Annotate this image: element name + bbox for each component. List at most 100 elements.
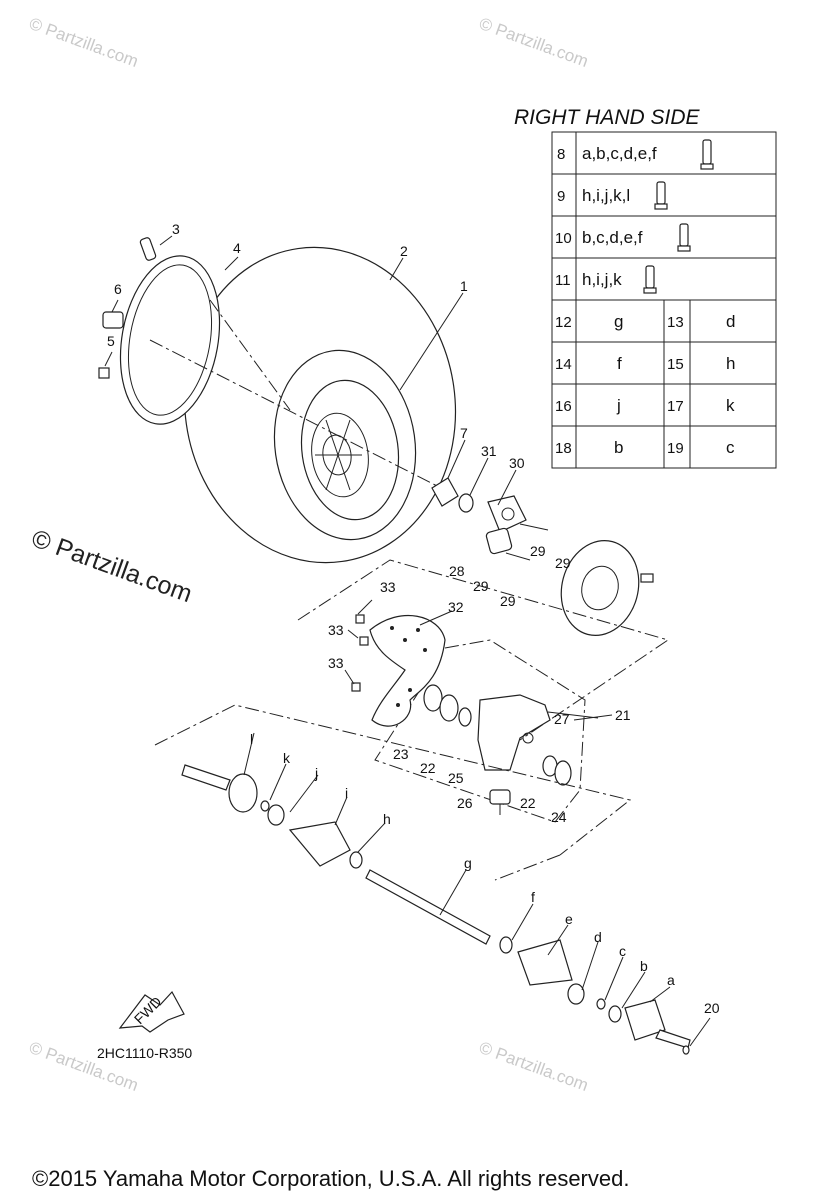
- callout-28: 28: [449, 563, 465, 579]
- callout-f: f: [531, 889, 535, 905]
- right-hand-side-table: RIGHT HAND SIDE 8 a,b,c,d,e,f 9 h,i,j,k,…: [514, 106, 777, 469]
- row-letter: c: [726, 438, 735, 457]
- screws: [344, 599, 373, 692]
- callout-a: a: [667, 972, 675, 988]
- driveshaft-group-outline: [154, 704, 632, 881]
- callout-j: j: [314, 765, 318, 781]
- callout-33: 33: [380, 579, 396, 595]
- row-number: 15: [667, 356, 684, 373]
- callout-3: 3: [172, 221, 180, 237]
- row-number: 9: [557, 188, 565, 205]
- tire: [183, 246, 457, 564]
- watermark-top-right: © Partzilla.com: [477, 14, 591, 71]
- row-number: 10: [555, 230, 572, 247]
- row-letter: j: [616, 396, 621, 415]
- callout-k: k: [283, 750, 291, 766]
- callouts: 1 2 3 4 5 6 7 31 30 29 29 29 29 28 33 33…: [107, 221, 720, 1016]
- callout-b: b: [640, 958, 648, 974]
- table-row: 10 b,c,d,e,f: [555, 223, 691, 252]
- driveshaft: [181, 764, 691, 1055]
- beadlock-ring: [119, 255, 446, 491]
- callout-e: e: [565, 911, 573, 927]
- brake-disc: [560, 540, 654, 636]
- table-row: 16 j 17 k: [555, 396, 735, 415]
- callout-i: i: [345, 785, 348, 801]
- steering-knuckle: [477, 694, 613, 771]
- valve-stem: [139, 235, 173, 261]
- row-letter: f: [617, 354, 622, 373]
- row-letter: d: [726, 312, 735, 331]
- callout-21: 21: [615, 707, 631, 723]
- row-number: 17: [667, 398, 684, 415]
- callout-23: 23: [393, 746, 409, 762]
- table-title: RIGHT HAND SIDE: [514, 106, 701, 129]
- grease-tube-icon: [700, 139, 714, 170]
- row-letters: a,b,c,d,e,f: [582, 144, 657, 163]
- row-number: 14: [555, 356, 572, 373]
- callout-22: 22: [520, 795, 536, 811]
- callout-7: 7: [460, 425, 468, 441]
- row-number: 11: [555, 272, 571, 289]
- callout-6: 6: [114, 281, 122, 297]
- row-number: 19: [667, 440, 684, 457]
- watermark-side: © Partzilla.com: [28, 524, 196, 608]
- table-row: 9 h,i,j,k,l: [557, 181, 668, 210]
- callout-5: 5: [107, 333, 115, 349]
- row-letter: h: [726, 354, 735, 373]
- grease-tube-icon: [677, 223, 691, 252]
- table-row: 8 a,b,c,d,e,f: [557, 139, 714, 170]
- copyright-notice: ©2015 Yamaha Motor Corporation, U.S.A. A…: [32, 1166, 629, 1191]
- callout-2: 2: [400, 243, 408, 259]
- row-number: 18: [555, 440, 572, 457]
- callout-27: 27: [554, 711, 570, 727]
- callout-32: 32: [448, 599, 464, 615]
- row-letters: h,i,j,k: [582, 270, 622, 289]
- callout-29: 29: [500, 593, 516, 609]
- callout-l: l: [250, 731, 253, 747]
- brake-guard-plate: [369, 615, 446, 727]
- callout-29: 29: [555, 555, 571, 571]
- callout-h: h: [383, 811, 391, 827]
- row-letter: k: [726, 396, 735, 415]
- callout-30: 30: [509, 455, 525, 471]
- table-row: 12 g 13 d: [555, 312, 735, 331]
- hub-assembly: [431, 477, 549, 561]
- grease-tube-icon: [654, 181, 668, 210]
- table-row: 11 h,i,j,k: [555, 265, 657, 294]
- callout-c: c: [619, 943, 626, 959]
- ball-joint: [489, 789, 511, 815]
- callout-24: 24: [551, 809, 567, 825]
- row-letters: b,c,d,e,f: [582, 228, 643, 247]
- table-row: 18 b 19 c: [555, 438, 735, 457]
- callout-31: 31: [481, 443, 497, 459]
- watermark-bottom-right: © Partzilla.com: [477, 1038, 591, 1095]
- table-row: 14 f 15 h: [555, 354, 735, 373]
- row-number: 16: [555, 398, 572, 415]
- grease-tube-icon: [643, 265, 657, 294]
- bolt: [98, 351, 113, 379]
- callout-29: 29: [473, 578, 489, 594]
- callout-26: 26: [457, 795, 473, 811]
- callout-g: g: [464, 855, 472, 871]
- watermark-top-left: © Partzilla.com: [27, 14, 141, 71]
- callout-d: d: [594, 929, 602, 945]
- row-letter: b: [614, 438, 623, 457]
- row-letters: h,i,j,k,l: [582, 186, 630, 205]
- row-letter: g: [614, 312, 623, 331]
- leader-lines: [224, 256, 711, 1047]
- callout-29: 29: [530, 543, 546, 559]
- callout-33: 33: [328, 655, 344, 671]
- callout-4: 4: [233, 240, 241, 256]
- callout-33: 33: [328, 622, 344, 638]
- diagram-code: 2HC1110-R350: [97, 1045, 192, 1061]
- callout-25: 25: [448, 770, 464, 786]
- wheel-nut: [102, 299, 124, 329]
- callout-20: 20: [704, 1000, 720, 1016]
- row-number: 12: [555, 314, 572, 331]
- callout-22: 22: [420, 760, 436, 776]
- row-number: 13: [667, 314, 684, 331]
- bearings: [423, 684, 572, 786]
- knuckle-group-outline: [297, 559, 670, 823]
- callout-1: 1: [460, 278, 468, 294]
